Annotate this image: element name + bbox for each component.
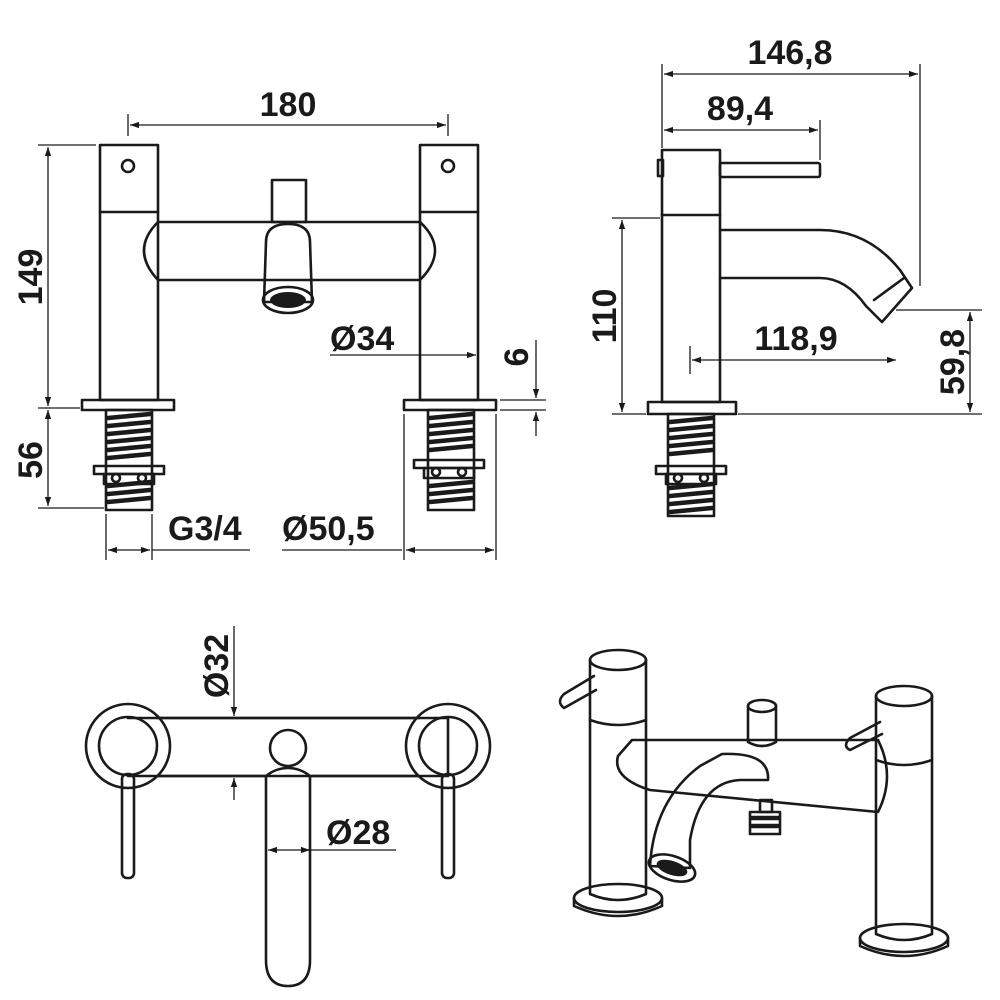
iso-left-pillar <box>588 658 648 902</box>
dim-label-110: 110 <box>586 289 624 344</box>
dim-label-34: Ø34 <box>330 320 394 358</box>
side-pillar <box>660 148 722 404</box>
right-pillar <box>418 143 480 402</box>
right-handle-hole <box>440 158 456 174</box>
iso-body <box>615 738 889 814</box>
dim-149: 149 <box>12 144 96 409</box>
iso-connector <box>748 810 782 836</box>
dim-32: Ø32 <box>198 626 250 800</box>
dim-label-g34: G3/4 <box>168 510 242 548</box>
dim-146-8: 146,8 <box>661 34 921 286</box>
bridge-body <box>142 220 437 282</box>
dim-59-8: 59,8 <box>738 309 982 415</box>
dim-label-118-9: 118,9 <box>754 320 837 358</box>
side-lever <box>718 161 822 179</box>
front-view: 180 149 56 Ø34 6 <box>12 86 546 560</box>
side-view: 146,8 89,4 110 118,9 59,8 <box>586 34 982 518</box>
left-shank <box>92 408 166 512</box>
dim-6: 6 <box>498 340 546 436</box>
iso-right-pillar <box>874 694 934 942</box>
dim-28: Ø28 <box>268 814 396 854</box>
dim-label-149: 149 <box>12 249 50 306</box>
left-handle-hole <box>120 158 136 174</box>
dim-label-59-8: 59,8 <box>934 329 972 395</box>
dim-label-180: 180 <box>260 86 317 124</box>
top-diverter <box>268 728 308 768</box>
iso-right-lever <box>844 720 884 752</box>
side-base-plate <box>646 400 738 416</box>
dim-110: 110 <box>586 217 660 415</box>
top-spout <box>264 766 312 988</box>
side-handle-pin <box>656 158 665 178</box>
top-left-lever <box>120 772 136 880</box>
dim-180: 180 <box>127 86 449 136</box>
left-base-plate <box>80 398 176 412</box>
diverter-knob <box>270 178 308 224</box>
isometric-view <box>558 648 950 958</box>
dim-118-9: 118,9 <box>689 320 896 374</box>
top-right-lever <box>440 772 456 880</box>
dim-label-56: 56 <box>12 441 50 479</box>
spout <box>262 222 314 304</box>
side-shank <box>654 412 728 518</box>
dim-label-146-8: 146,8 <box>747 34 832 72</box>
dim-56: 56 <box>12 410 104 509</box>
right-shank <box>412 408 486 512</box>
iso-left-base <box>572 882 664 914</box>
dim-base-50-5: Ø50,5 <box>282 414 497 560</box>
dim-label-50-5: Ø50,5 <box>282 510 375 548</box>
side-spout <box>718 228 914 324</box>
iso-diverter <box>746 704 778 748</box>
top-view: Ø32 Ø28 <box>84 626 492 988</box>
top-right-rosette <box>404 702 492 790</box>
dim-label-32: Ø32 <box>198 634 236 698</box>
left-pillar <box>98 143 160 402</box>
dim-label-6: 6 <box>498 348 536 367</box>
dim-spout-34: Ø34 <box>330 320 479 365</box>
iso-left-lever <box>558 674 598 710</box>
right-base-plate <box>402 398 498 412</box>
iso-right-base <box>858 922 950 954</box>
dim-label-89-4: 89,4 <box>707 90 773 128</box>
dim-89-4: 89,4 <box>664 90 821 160</box>
dim-thread: G3/4 <box>105 510 250 560</box>
top-left-rosette <box>84 702 172 790</box>
iso-spout <box>648 752 770 870</box>
dim-label-28: Ø28 <box>326 814 390 852</box>
